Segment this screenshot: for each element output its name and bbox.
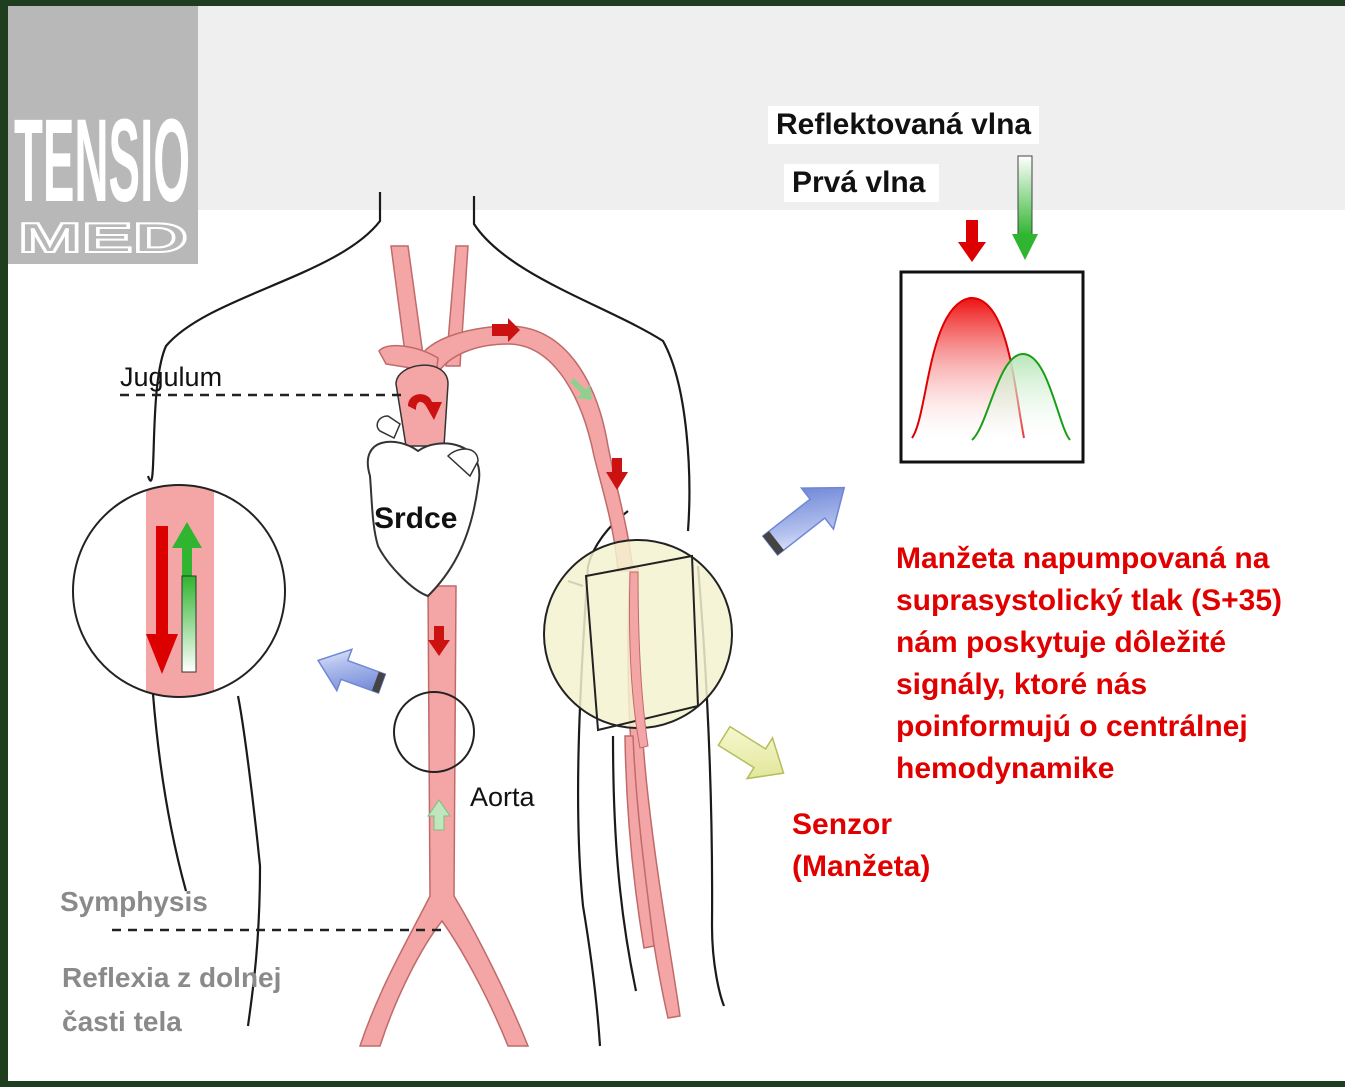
reflected-wave-arrow-head <box>1012 234 1038 260</box>
sensor-label: Senzor (Manžeta) <box>792 804 930 888</box>
cuff-line: hemodynamike <box>896 748 1282 790</box>
reflexia-line-2: časti tela <box>62 1000 281 1044</box>
callout-arrow-right <box>754 467 860 566</box>
waveform-panel <box>901 272 1083 462</box>
reflected-wave-arrow-shaft <box>1018 156 1032 236</box>
reflexia-line-1: Reflexia z dolnej <box>62 956 281 1000</box>
sensor-line-2: (Manžeta) <box>792 846 930 888</box>
symphysis-label: Symphysis <box>60 886 208 918</box>
sensor-arrow <box>711 716 796 794</box>
logo-sub: MED <box>18 214 188 261</box>
logo-word: TENSIO <box>14 95 190 227</box>
first-wave-label: Prvá vlna <box>784 164 939 202</box>
cuff-line: suprasystolický tlak (S+35) <box>896 580 1282 622</box>
reflected-wave-label: Reflektovaná vlna <box>768 106 1039 144</box>
callout-arrow-left <box>311 640 390 705</box>
diagram-canvas: TENSIO MED Reflektovaná vlna Prvá vlna J… <box>8 6 1345 1081</box>
heart-label: Srdce <box>374 502 457 536</box>
first-wave-arrow <box>958 220 986 262</box>
tensiomed-logo: TENSIO MED <box>8 6 198 264</box>
cuff-line: poinformujú o centrálnej <box>896 706 1282 748</box>
cuff-line: signály, ktoré nás <box>896 664 1282 706</box>
zoomed-vessel <box>73 476 285 716</box>
zoom-arrow-up <box>182 576 196 672</box>
jugulum-label: Jugulum <box>120 362 222 393</box>
cuff-line: nám poskytuje dôležité <box>896 622 1282 664</box>
sensor-line-1: Senzor <box>792 804 930 846</box>
reflexia-label: Reflexia z dolnej časti tela <box>62 956 281 1044</box>
cuff-description: Manžeta napumpovaná na suprasystolický t… <box>896 538 1282 790</box>
heart-shape <box>368 365 480 596</box>
aorta-label: Aorta <box>470 782 535 813</box>
cuff-zoom <box>544 540 732 748</box>
cuff-line: Manžeta napumpovaná na <box>896 538 1282 580</box>
